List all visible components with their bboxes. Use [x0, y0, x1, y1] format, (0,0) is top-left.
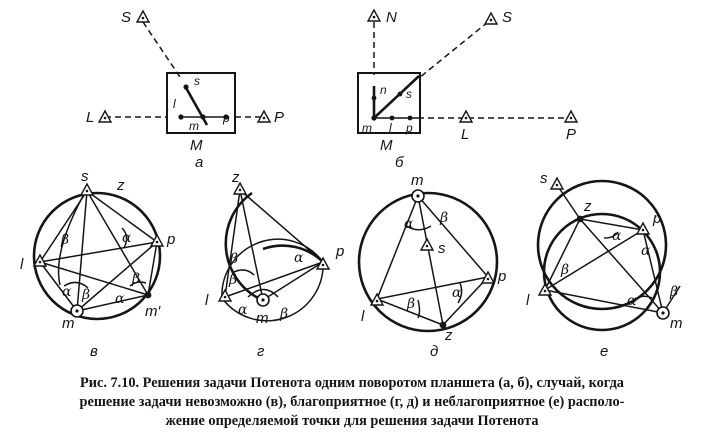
label-p-a: p: [222, 111, 230, 125]
label-m-g: m: [256, 310, 269, 327]
panel-e: s z p l m α β α α β е: [526, 170, 683, 360]
label-s-d: s: [438, 240, 446, 257]
caption-line-2: решение задачи невозможно (в), благоприя…: [79, 394, 625, 410]
angle-beta-3-g: β: [279, 306, 288, 322]
label-l-e: l: [526, 292, 530, 309]
label-l-g: l: [205, 292, 209, 309]
panel-v: s z l p m m′ β α α β α β в: [20, 168, 175, 360]
angle-alpha-3-v: α: [115, 291, 125, 307]
angle-alpha-1-d: α: [404, 216, 414, 232]
station-s-marker-a: [136, 10, 150, 23]
angle-alpha-1-e: α: [612, 228, 622, 244]
tablet-label-a: M: [190, 137, 203, 154]
label-s-e: s: [540, 170, 548, 187]
label-n-b: n: [380, 83, 387, 97]
angle-beta-1-g: β: [229, 251, 238, 267]
label-m-d: m: [411, 172, 424, 189]
label-S-a: S: [121, 9, 131, 26]
pothenot-diagram: S L P s l m p M а N S L P n s m l p M: [20, 9, 683, 360]
point-m-marker-e: [656, 306, 670, 320]
label-P-a: P: [274, 109, 284, 126]
station-n-marker-b: [367, 9, 381, 22]
point-m-marker-d: [411, 189, 425, 203]
label-s-v: s: [81, 168, 89, 185]
label-z-e: z: [583, 198, 592, 215]
station-s-marker-d: [420, 238, 434, 251]
label-s-b: s: [406, 87, 412, 101]
angle-alpha-1-v: α: [122, 230, 132, 246]
angle-beta-1-v: β: [60, 232, 69, 248]
angle-alpha-1-g: α: [294, 250, 304, 266]
panel-caption-g: г: [257, 343, 265, 360]
label-z-v: z: [116, 177, 125, 194]
angle-alpha-2-e: α: [641, 243, 651, 259]
figure-caption: Рис. 7.10. Решения задачи Потенота одним…: [14, 374, 690, 431]
label-S-b: S: [502, 9, 512, 26]
angle-beta-2-g: β: [228, 272, 237, 288]
station-s-marker-v: [80, 183, 94, 196]
point-m-marker-g: [256, 293, 270, 307]
station-l-marker-b: [459, 110, 473, 123]
angle-beta-2-e: β: [669, 284, 678, 300]
panel-g: z l p m β α β α β г: [205, 169, 344, 360]
label-L-a: L: [86, 109, 94, 126]
panel-caption-e: е: [600, 343, 608, 360]
angle-alpha-3-e: α: [627, 293, 637, 309]
label-m-v: m: [62, 315, 75, 332]
angle-alpha-2-g: α: [238, 302, 248, 318]
angle-beta-3-v: β: [131, 271, 140, 287]
panel-a: S L P s l m p M а: [86, 9, 284, 171]
station-l-marker-e: [538, 283, 552, 296]
label-m-b: m: [362, 121, 372, 135]
angle-beta-1-d: β: [439, 210, 448, 226]
caption-line-3: жение определяемой точки для решения зад…: [165, 413, 539, 429]
station-s-marker-e: [550, 177, 564, 190]
panel-d: m s l p z α β β α д: [357, 172, 506, 360]
panel-b: N S L P n s m l p M б: [357, 9, 578, 171]
label-l-d: l: [361, 308, 365, 325]
label-L-b: L: [461, 126, 469, 143]
panel-caption-a: а: [195, 154, 203, 171]
tablet-a: [166, 72, 236, 134]
label-m-a: m: [189, 119, 199, 133]
label-p-g: p: [335, 243, 344, 260]
label-z-d: z: [444, 327, 453, 344]
angle-beta-2-d: β: [406, 296, 415, 312]
tablet-label-b: M: [380, 137, 393, 154]
label-s-a: s: [194, 74, 200, 88]
label-m-prime-v: m′: [145, 303, 161, 320]
station-l-marker-d: [370, 293, 384, 306]
label-p-v: p: [166, 231, 175, 248]
label-l-v: l: [20, 256, 24, 273]
label-p-b: p: [405, 121, 413, 135]
label-z-g: z: [231, 169, 240, 186]
label-p-d: p: [497, 268, 506, 285]
station-s-marker-b: [484, 12, 498, 25]
label-m-e: m: [670, 315, 683, 332]
panel-caption-b: б: [395, 154, 404, 171]
label-l-b: l: [389, 121, 392, 135]
angle-beta-1-e: β: [560, 262, 569, 278]
caption-line-1: Рис. 7.10. Решения задачи Потенота одним…: [80, 375, 624, 391]
angle-alpha-2-d: α: [452, 285, 462, 301]
station-p-marker-v: [150, 234, 164, 247]
label-p-e: p: [652, 210, 661, 227]
label-P-b: P: [566, 126, 576, 143]
tablet-b: [357, 72, 421, 134]
angle-alpha-2-v: α: [62, 284, 72, 300]
label-l-a: l: [173, 97, 176, 111]
panel-caption-d: д: [430, 343, 438, 360]
label-N-b: N: [386, 9, 397, 26]
station-p-marker-b: [564, 110, 578, 123]
angle-beta-2-v: β: [81, 287, 90, 303]
panel-caption-v: в: [90, 343, 98, 360]
